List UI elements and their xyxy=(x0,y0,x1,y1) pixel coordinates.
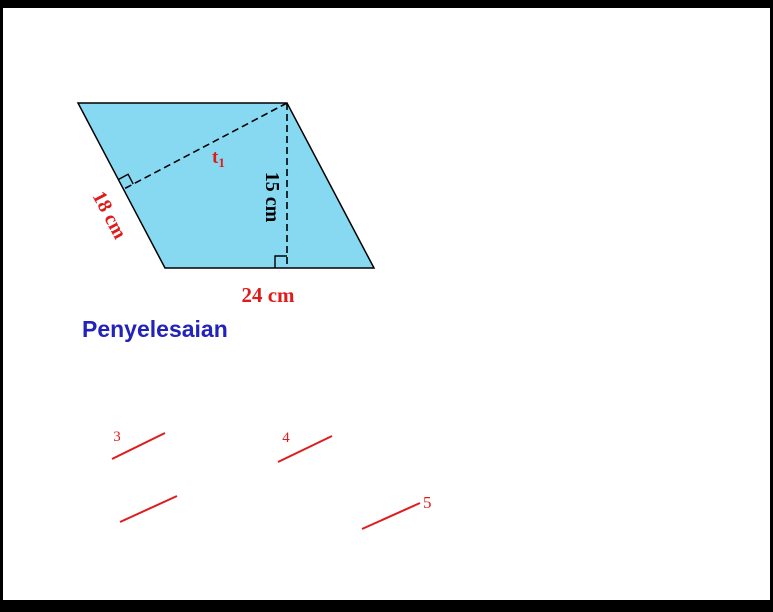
solution-heading: Penyelesaian xyxy=(82,316,228,342)
cancel-stroke-4 xyxy=(361,502,421,530)
cancel-stroke-2 xyxy=(277,435,333,463)
t1-label-main: t xyxy=(212,147,219,168)
height-label: 15 cm xyxy=(261,172,283,223)
cancel-stroke-1 xyxy=(111,432,166,460)
cancel-value-4: 4 xyxy=(282,430,290,446)
parallelogram-shape xyxy=(76,102,376,269)
cancel-value-3: 3 xyxy=(113,429,121,445)
t1-label-subscript: 1 xyxy=(218,155,225,170)
right-angle-marker-base xyxy=(274,255,287,268)
t1-label: t1 xyxy=(212,147,225,170)
cancel-stroke-3 xyxy=(119,495,178,523)
base-label: 24 cm xyxy=(241,283,295,307)
side-label: 18 cm xyxy=(88,188,131,243)
t1-dashed-line xyxy=(123,102,288,190)
right-angle-marker-side xyxy=(118,173,134,185)
cancel-value-5: 5 xyxy=(423,493,432,512)
